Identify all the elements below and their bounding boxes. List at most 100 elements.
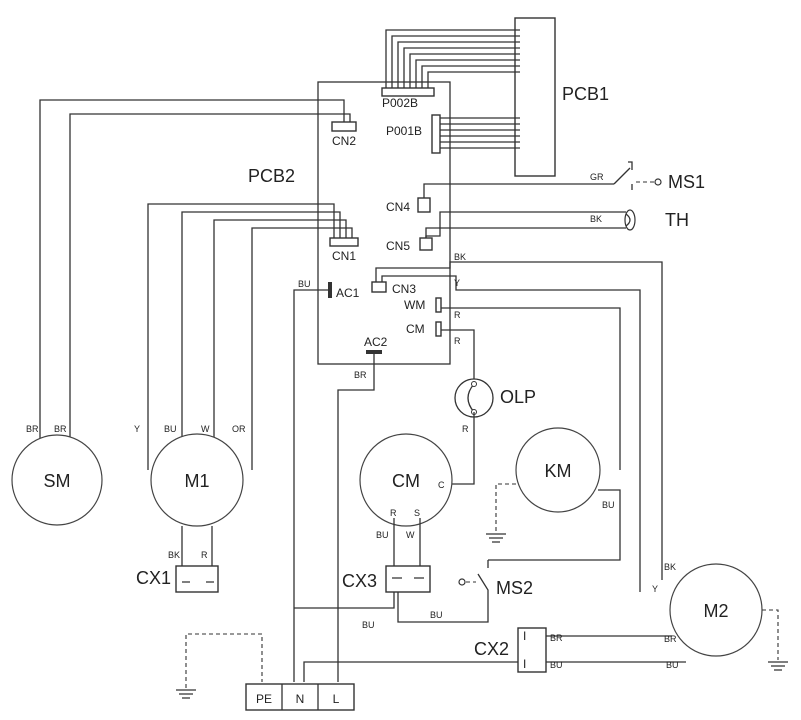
cx2-wire-label-bu: BU <box>550 660 563 670</box>
m2-wire-label-y: Y <box>652 584 658 594</box>
wire-m1-bu <box>181 211 341 440</box>
wire-ms1-gr <box>423 183 614 198</box>
pe-ground-symbol <box>176 689 196 699</box>
wire-olp-r-top <box>440 329 475 384</box>
wire-cx3-neutral <box>294 592 395 609</box>
ac1-label: AC1 <box>336 286 360 300</box>
compressor-terminal-c: C <box>438 480 445 490</box>
ac2-wire-label: BR <box>354 370 367 380</box>
wire-m1-y <box>147 203 335 470</box>
ribbon-cable-p002b <box>385 29 520 90</box>
ms1-contact <box>654 178 662 186</box>
olp-label: OLP <box>500 387 536 407</box>
ac2-connector <box>366 350 382 354</box>
compressor-wire-label-w: W <box>406 530 415 540</box>
thermistor-coil <box>625 213 631 227</box>
olp-wire-label: R <box>462 424 469 434</box>
cn3-connector <box>371 281 387 293</box>
ms2-wire-label: BU <box>430 610 443 620</box>
cx2-plate-top: I <box>523 629 526 643</box>
sm-wire-label-right: BR <box>54 424 67 434</box>
ribbon-cable-p001b <box>438 117 520 149</box>
ms1-wire-label: GR <box>590 172 604 182</box>
cx2-capacitor <box>517 627 547 673</box>
m1-wire-label-or: OR <box>232 424 246 434</box>
m2-ground-symbol <box>768 661 788 671</box>
olp-terminal-top <box>471 381 477 387</box>
terminal-dividers <box>281 684 319 710</box>
ms1-switch-top <box>628 161 633 170</box>
wm-label: WM <box>404 298 425 312</box>
cx1-wire-label-bk: BK <box>168 550 180 560</box>
wire-m2-y <box>381 275 641 592</box>
cx3-wire-label: BU <box>362 620 375 630</box>
wire-th-bk <box>425 227 620 240</box>
wire-cx2-neutral <box>303 661 518 682</box>
cn5-connector <box>419 237 433 251</box>
wm-wire-label: R <box>454 310 461 320</box>
m1-motor <box>150 433 244 527</box>
compressor-terminal-r: R <box>390 508 397 518</box>
cm-wire-label: R <box>454 336 461 346</box>
ms1-label: MS1 <box>668 172 705 192</box>
km-label: KM <box>545 461 572 481</box>
ms2-contact <box>458 578 466 586</box>
ac2-label: AC2 <box>364 335 388 349</box>
cn3-wire-label: Y <box>454 278 460 288</box>
cx2-wire-label-br: BR <box>550 633 563 643</box>
p001b-connector <box>431 114 441 154</box>
pcb1-board <box>514 17 556 177</box>
cn2-label: CN2 <box>332 134 356 148</box>
wire-m1-w <box>213 219 347 440</box>
cm-connector <box>435 321 442 337</box>
km-ground-symbol <box>486 533 506 543</box>
sm-motor <box>11 434 103 526</box>
ms2-label: MS2 <box>496 578 533 598</box>
wire-sm-br-right <box>69 113 351 450</box>
cn1-label: CN1 <box>332 249 356 263</box>
cx2-label: CX2 <box>474 639 509 659</box>
m2-wire-label-br: BR <box>664 634 677 644</box>
m2-wire-label-bk: BK <box>664 562 676 572</box>
terminal-block <box>245 683 355 711</box>
wire-ac1-bu <box>293 289 330 682</box>
compressor-wire-label-bu: BU <box>376 530 389 540</box>
cx2-plate-bottom: I <box>523 657 526 671</box>
cn4-connector <box>417 197 431 213</box>
pe-ground-dash <box>185 633 263 688</box>
th-label: TH <box>665 210 689 230</box>
cm-connector-label: CM <box>406 322 425 336</box>
wire-m1-or <box>251 227 353 470</box>
th-wire-label: BK <box>590 214 602 224</box>
terminal-l-label: L <box>333 692 340 706</box>
wire-m2-bk <box>375 261 663 580</box>
cn2-connector <box>331 121 357 132</box>
wire-km-bu <box>488 489 621 561</box>
ms1-switch-blade <box>613 167 631 185</box>
th-leads <box>620 211 626 229</box>
compressor-label: CM <box>392 471 420 491</box>
compressor-motor <box>359 433 453 527</box>
p002b-connector <box>381 87 435 97</box>
m1-wire-label-y: Y <box>134 424 140 434</box>
sm-label: SM <box>44 471 71 491</box>
cn4-label: CN4 <box>386 200 410 214</box>
m1-label: M1 <box>184 471 209 491</box>
m2-wire-label-bu: BU <box>666 660 679 670</box>
cn5-label: CN5 <box>386 239 410 253</box>
wire-sm-br-left <box>39 99 345 450</box>
pcb1-label: PCB1 <box>562 84 609 104</box>
terminal-pe-label: PE <box>256 692 272 706</box>
m1-wire-label-bu: BU <box>164 424 177 434</box>
ac1-wire-label: BU <box>298 279 311 289</box>
cx1-label: CX1 <box>136 568 171 588</box>
km-wire-label: BU <box>602 500 615 510</box>
cn3-label: CN3 <box>392 282 416 296</box>
cx3-label: CX3 <box>342 571 377 591</box>
ac1-connector <box>328 282 332 298</box>
m2-ground-dash <box>762 609 779 660</box>
km-ground-dash <box>495 483 516 532</box>
wire-km-r <box>440 307 621 470</box>
p001b-label: P001B <box>386 124 422 138</box>
